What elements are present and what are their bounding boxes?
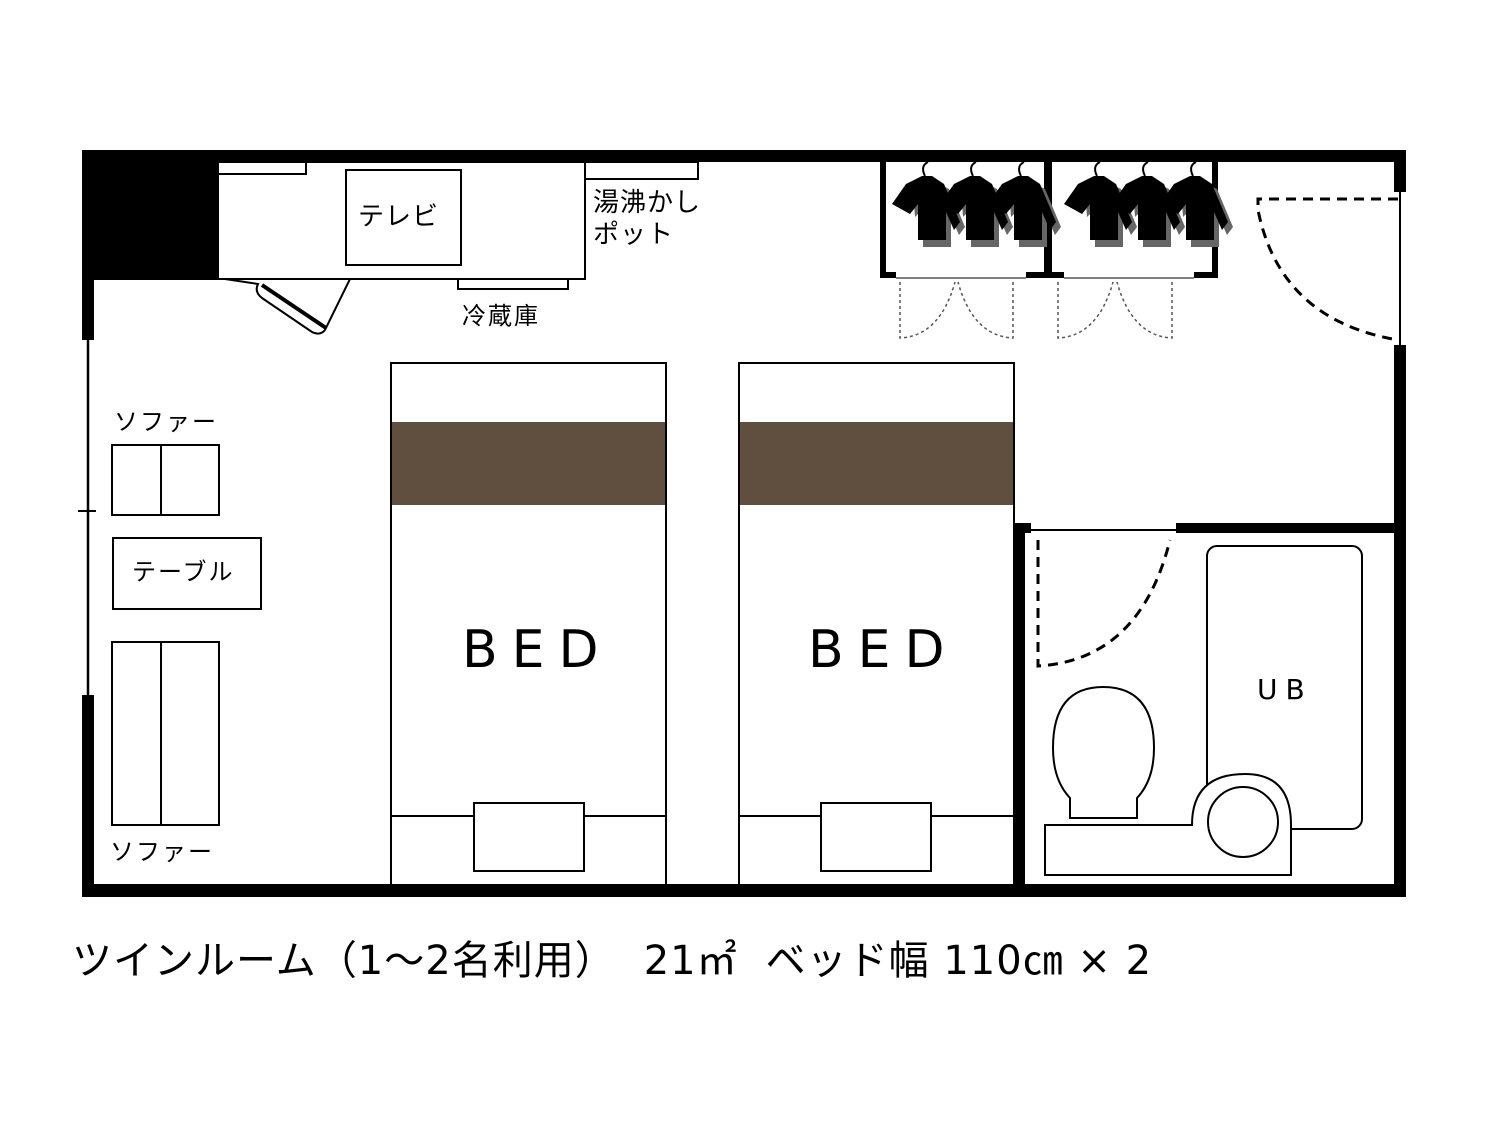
kettle-label-line1: 湯沸かし <box>593 188 702 218</box>
tv-desk <box>217 161 699 290</box>
closet-doors <box>899 281 1173 339</box>
room-type: ツインルーム <box>72 938 317 984</box>
kettle-label-line2: ポット <box>593 220 675 250</box>
sofa-top-label: ソファー <box>114 408 218 436</box>
bed-width: ベッド幅 110㎝ × 2 <box>765 938 1153 984</box>
fridge-label: 冷蔵庫 <box>462 302 540 330</box>
bed1-label: BED <box>462 620 613 680</box>
beds <box>390 362 1015 886</box>
living-furniture <box>111 444 262 826</box>
bathroom-fixtures <box>1036 539 1363 876</box>
desk-chair <box>224 278 352 335</box>
bathroom-label: UB <box>1257 673 1313 706</box>
walls <box>82 150 1406 897</box>
bed2-label: BED <box>808 620 959 680</box>
room-area: 21㎡ <box>643 938 738 984</box>
sofa-bottom-label: ソファー <box>110 838 214 866</box>
clothes-icon <box>892 161 1234 248</box>
entrance-door-swing <box>1256 197 1399 342</box>
table-label: テーブル <box>132 558 235 586</box>
tv-label: テレビ <box>358 202 440 232</box>
occupancy: （1～2名利用） <box>316 938 616 984</box>
